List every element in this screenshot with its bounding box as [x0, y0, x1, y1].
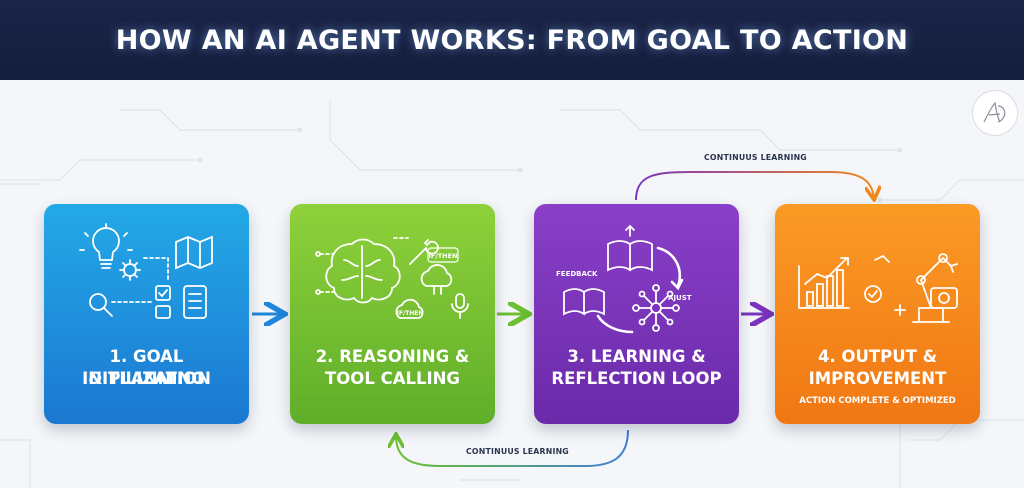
stage-1-label-line2: & PLANNING: [88, 369, 205, 388]
network-icon: [632, 284, 680, 332]
ifthen-tag-top: IF/THEN: [427, 247, 459, 263]
checkmark-icon: [864, 285, 882, 303]
cloud-icon: [420, 264, 453, 295]
stage-2-icons: IF/THEN IF/THEN: [315, 237, 469, 319]
bar-chart-icon: [798, 257, 850, 309]
header-bar: HOW AN AI AGENT WORKS: FROM GOAL TO ACTI…: [0, 0, 1024, 80]
stage-card-goal-planning: 1. GOAL INITILIZATION & PLANNING: [44, 204, 249, 424]
page-title: HOW AN AI AGENT WORKS: FROM GOAL TO ACTI…: [115, 24, 909, 56]
stage-2-label-line2: TOOL CALLING: [325, 369, 460, 388]
stage-3-label-line2: REFLECTION LOOP: [551, 369, 722, 388]
magnifier-icon: [89, 293, 113, 317]
stage-card-learning-reflection: FEEDBACK AJUST 3. LEARNING & REFLECTION …: [534, 204, 739, 424]
signature-logo-icon: [983, 101, 1006, 123]
stage-4-subtitle: ACTION COMPLETE & OPTIMIZED: [799, 396, 956, 406]
circuit-background: [0, 100, 1024, 488]
stage-2-label-line1: 2. REASONING &: [315, 347, 470, 366]
checklist-icon: [155, 285, 207, 319]
stage-3-label-line1: 3. LEARNING &: [567, 347, 706, 366]
stage-3-icons: FEEDBACK AJUST: [556, 224, 692, 334]
stage-1-label-line1: 1. GOAL INITILIZATION: [82, 347, 211, 388]
ifthen-tag-bottom: IF/THEN: [397, 310, 424, 317]
small-cloud-icon: [395, 298, 424, 319]
plus-icon: [894, 304, 906, 316]
stage-4-icons: [798, 253, 958, 323]
cycle-arrow-icon: [596, 246, 684, 334]
microphone-icon: [451, 293, 469, 319]
book-icon-top: [607, 224, 653, 272]
stage-1-icons: [79, 223, 213, 319]
adjust-text: AJUST: [668, 294, 692, 302]
ifthen-tag-top-text: IF/THEN: [429, 252, 458, 260]
bottom-loop-label: CONTINUUS LEARNING: [466, 447, 569, 456]
map-icon: [175, 235, 213, 270]
brain-icon: [325, 238, 401, 304]
ifthen-tag-bottom-text: IF/THEN: [397, 310, 424, 317]
logo: [972, 90, 1018, 136]
stage-4-label-line2: IMPROVEMENT: [808, 369, 947, 388]
gear-icon: [119, 259, 141, 281]
stage-card-reasoning-tools: IF/THEN IF/THEN 2. REASONING & TOOL CALL…: [290, 204, 495, 424]
robot-arm-icon: [874, 253, 958, 323]
lightbulb-icon: [79, 223, 133, 269]
top-loop-label: CONTINUUS LEARNING: [704, 153, 807, 162]
feedback-text: FEEDBACK: [556, 270, 598, 278]
stage-card-output-improvement: 4. OUTPUT & IMPROVEMENT ACTION COMPLETE …: [775, 204, 980, 424]
stage-4-label-line1: 4. OUTPUT &: [817, 347, 938, 366]
book-icon-left: [563, 288, 605, 316]
